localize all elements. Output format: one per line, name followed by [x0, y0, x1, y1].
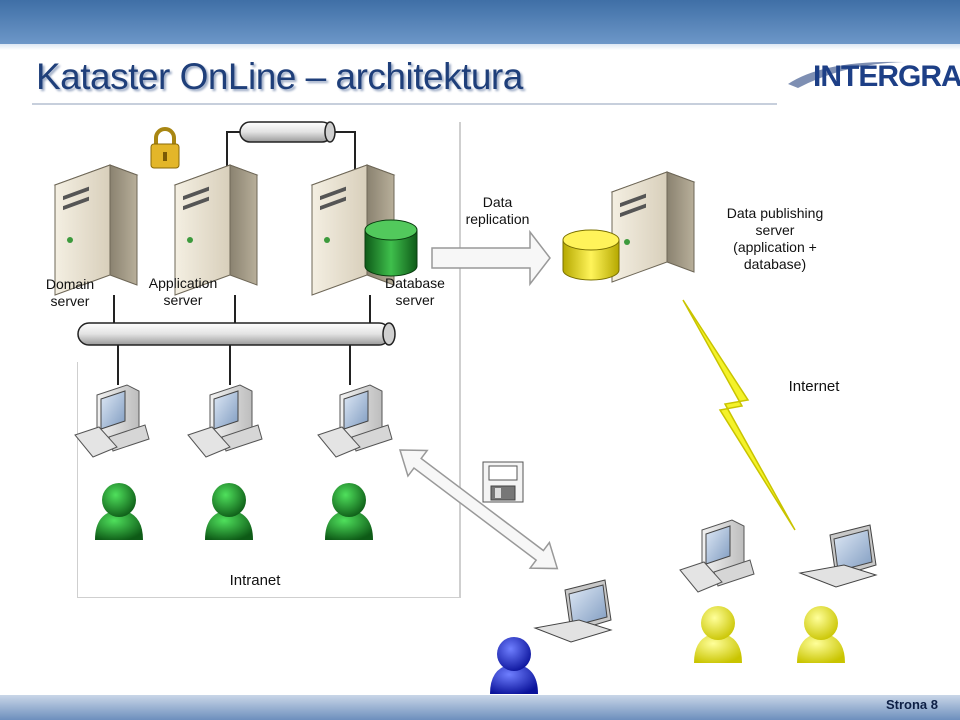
- network-divider: [459, 122, 461, 598]
- replica-database-icon: [562, 229, 620, 281]
- footer-bar: [0, 695, 960, 720]
- intranet-user-icon: [205, 483, 253, 540]
- database-server-label: Database server: [385, 275, 445, 308]
- database-icon: [364, 219, 418, 277]
- intranet-label: Intranet: [229, 572, 281, 589]
- intergraph-logo: INTERGRAPH: [813, 60, 960, 93]
- intranet-boundary-bottom: [77, 597, 461, 598]
- title-underline: [32, 103, 777, 105]
- intergraph-logo-swoosh: [788, 61, 904, 88]
- application-server-icon: [173, 164, 259, 296]
- data-replication-label: Data replication: [465, 194, 530, 227]
- floppy-disk-icon: [482, 461, 524, 503]
- intranet-user-icon: [325, 483, 373, 540]
- top-banner-edge: [0, 44, 960, 50]
- laptop-icon: [533, 579, 613, 643]
- server-link-pipe: [226, 121, 356, 175]
- admin-user-icon: [490, 637, 538, 694]
- internet-user-icon: [694, 606, 742, 663]
- top-banner: [0, 0, 960, 44]
- intranet-boundary-left: [77, 362, 78, 597]
- workstation-icon: [74, 384, 150, 458]
- application-server-label: Application server: [148, 275, 218, 308]
- lock-icon: [150, 127, 180, 169]
- slide-title: Kataster OnLine – architektura: [36, 56, 523, 97]
- internet-user-icon: [797, 606, 845, 663]
- bidirectional-arrow: [398, 449, 559, 570]
- lightning-bolt-icon: [682, 299, 796, 531]
- domain-server-label: Domain server: [45, 276, 95, 309]
- workstation-icon: [679, 519, 755, 593]
- intranet-user-icon: [95, 483, 143, 540]
- page-number: Strona 8: [885, 697, 938, 712]
- internet-label: Internet: [788, 378, 840, 395]
- laptop-icon: [798, 524, 878, 588]
- publishing-server-icon: [610, 171, 696, 283]
- domain-server-icon: [53, 164, 139, 296]
- replication-arrow: [431, 229, 551, 287]
- data-publishing-label: Data publishing server (application + da…: [726, 205, 824, 272]
- workstation-icon: [317, 384, 393, 458]
- lan-bus-pipe: [77, 295, 396, 385]
- workstation-icon: [187, 384, 263, 458]
